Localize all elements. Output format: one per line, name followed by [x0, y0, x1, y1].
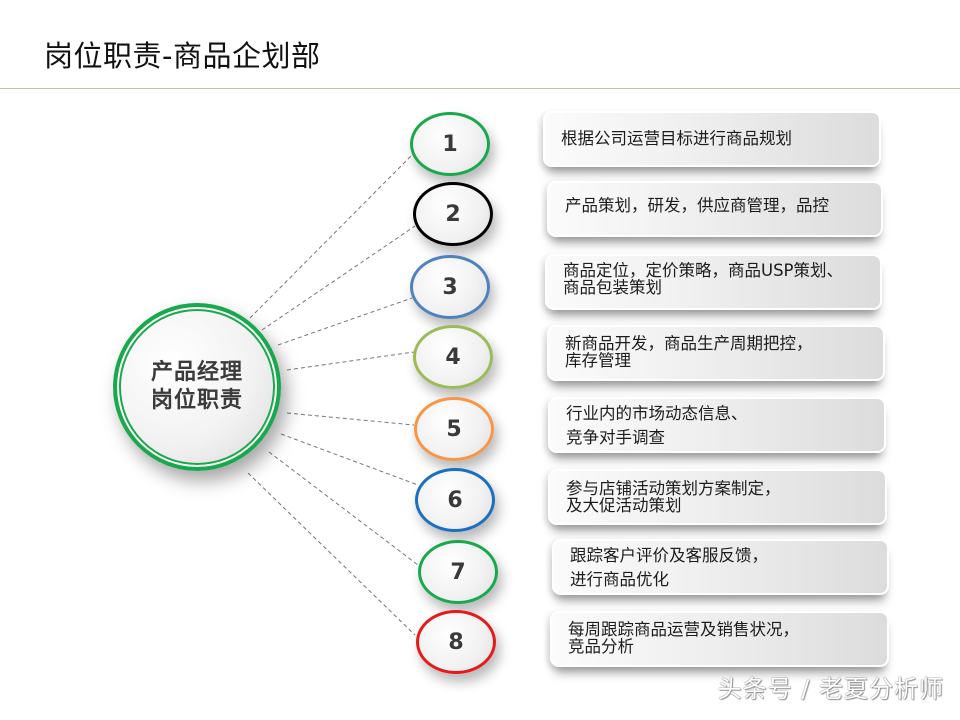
description-line: 参与店铺活动策划方案制定， [566, 479, 781, 498]
page-title: 岗位职责-商品企划部 [44, 39, 321, 73]
description-line: 产品策划，研发，供应商管理，品控 [565, 196, 829, 215]
description-box-7: 跟踪客户评价及客服反馈， 进行商品优化 [552, 539, 889, 595]
description-box-8: 每周跟踪商品运营及销售状况， 竞品分析 [550, 611, 889, 667]
description-line: 商品定位，定价策略，商品USP策划、 [563, 261, 844, 280]
node-2: 2 [413, 182, 493, 246]
description-line: 竞争对手调查 [566, 428, 665, 447]
connector-line-3 [277, 297, 413, 346]
node-5: 5 [414, 397, 494, 461]
connector-line-6 [280, 433, 419, 486]
node-3: 3 [410, 255, 490, 319]
node-4: 4 [413, 325, 493, 389]
connector-line-5 [286, 412, 415, 426]
node-8: 8 [416, 610, 496, 674]
hub-label-line1: 产品经理 [150, 360, 243, 385]
node-6: 6 [415, 468, 495, 532]
title-divider [0, 88, 960, 89]
description-line: 每周跟踪商品运营及销售状况， [568, 620, 799, 639]
description-box-5: 行业内的市场动态信息、 竞争对手调查 [548, 397, 886, 453]
description-box-6: 参与店铺活动策划方案制定， 及大促活动策划 [548, 469, 887, 525]
description-line: 库存管理 [565, 351, 631, 370]
description-line: 竞品分析 [568, 637, 634, 656]
description-line: 根据公司运营目标进行商品规划 [561, 129, 792, 148]
description-line: 商品包装策划 [563, 278, 662, 297]
description-line: 及大促活动策划 [566, 496, 682, 515]
description-box-1: 根据公司运营目标进行商品规划 [543, 111, 881, 167]
description-box-2: 产品策划，研发，供应商管理，品控 [547, 181, 883, 237]
description-box-3: 商品定位，定价策略，商品USP策划、 商品包装策划 [545, 254, 882, 310]
connector-line-2 [261, 225, 416, 331]
connector-line-1 [249, 154, 413, 319]
node-7: 7 [418, 540, 498, 604]
connector-line-8 [247, 472, 416, 636]
description-line: 新商品开发，商品生产周期把控， [565, 334, 813, 353]
description-line: 进行商品优化 [570, 570, 669, 589]
watermark: 头条号 / 老夏分析师 [717, 675, 944, 703]
connector-line-7 [268, 451, 419, 566]
description-line: 跟踪客户评价及客服反馈， [570, 546, 768, 565]
description-line: 行业内的市场动态信息、 [566, 404, 748, 423]
hub-circle: 产品经理 岗位职责 [113, 303, 281, 471]
hub-label-line2: 岗位职责 [150, 388, 243, 413]
description-box-4: 新商品开发，商品生产周期把控， 库存管理 [547, 325, 885, 381]
connector-line-4 [286, 351, 415, 371]
node-1: 1 [410, 112, 490, 176]
